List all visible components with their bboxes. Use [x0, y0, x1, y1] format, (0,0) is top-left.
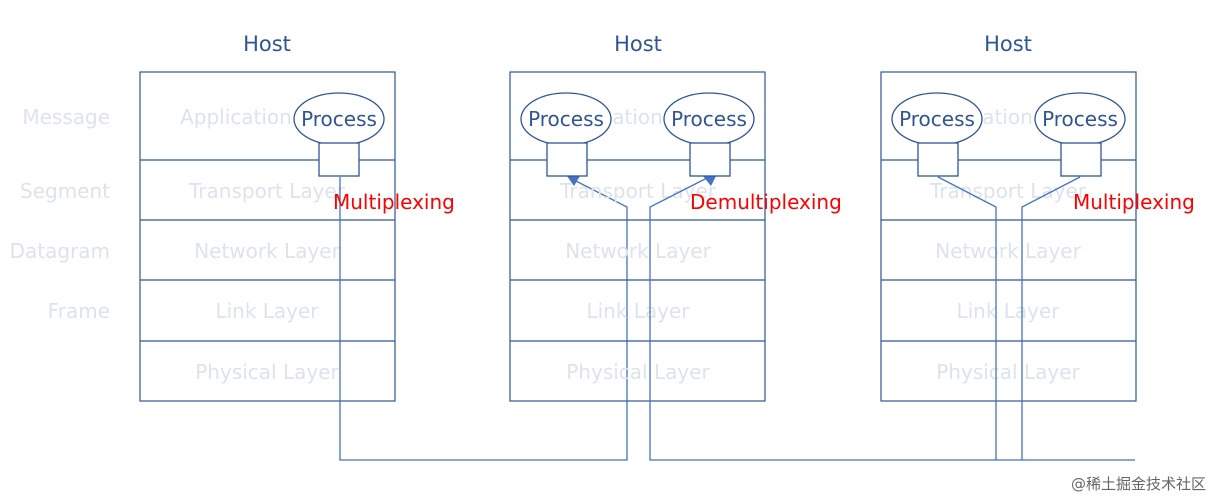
- pdu-label-frame: Frame: [48, 299, 110, 323]
- host-2-wire-arrowhead: [703, 176, 716, 186]
- host-1: Host Application Layer Transport Layer N…: [139, 32, 628, 461]
- host-3-wire-1: [937, 176, 997, 460]
- host-2-socket-1: [546, 142, 588, 177]
- host-2-physical-layer: Physical Layer: [566, 360, 710, 384]
- host-3-operation-label: Multiplexing: [1073, 190, 1195, 214]
- host-3-physical-layer: Physical Layer: [936, 360, 1080, 384]
- pdu-label-segment: Segment: [20, 179, 110, 203]
- host-1-outgoing-wire: [339, 177, 628, 461]
- host-2-socket-2: [689, 142, 731, 177]
- host-3-wire-2: [1021, 176, 1081, 460]
- host-3-transport-layer: Transport Layer: [929, 179, 1087, 203]
- host-2: Host Application Layer Transport Layer N…: [509, 32, 1135, 461]
- host-2-network-layer: Network Layer: [565, 239, 711, 263]
- host-2-title: Host: [614, 32, 662, 56]
- host-1-title: Host: [243, 32, 291, 56]
- host-3: Host Application Layer Transport Layer N…: [880, 32, 1195, 460]
- pdu-label-datagram: Datagram: [10, 239, 110, 263]
- host-3-process-label-1: Process: [899, 107, 975, 131]
- pdu-label-message: Message: [22, 105, 110, 129]
- host-3-link-layer: Link Layer: [956, 299, 1060, 323]
- host-2-incoming-wire: [649, 177, 1135, 461]
- host-1-process-label: Process: [301, 107, 377, 131]
- host-2-process-label-2: Process: [671, 107, 747, 131]
- host-1-transport-layer: Transport Layer: [188, 179, 346, 203]
- host-1-physical-layer: Physical Layer: [195, 360, 339, 384]
- host-2-stack: [509, 71, 766, 402]
- host-1-network-layer: Network Layer: [194, 239, 340, 263]
- host-3-title: Host: [984, 32, 1032, 56]
- host-1-link-layer: Link Layer: [215, 299, 319, 323]
- host-1-operation-label: Multiplexing: [333, 190, 455, 214]
- host-2-process-label-1: Process: [528, 107, 604, 131]
- host-3-socket-2: [1060, 142, 1102, 177]
- host-2-transport-layer: Transport Layer: [559, 179, 717, 203]
- host-3-socket-1: [917, 142, 959, 177]
- watermark: @稀土掘金技术社区: [1071, 475, 1206, 493]
- host-2-link-layer: Link Layer: [586, 299, 690, 323]
- host-3-stack: [880, 71, 1137, 402]
- host-2-operation-label: Demultiplexing: [690, 190, 842, 214]
- host-1-wire-arrowhead: [567, 176, 580, 186]
- host-3-process-label-2: Process: [1042, 107, 1118, 131]
- host-3-network-layer: Network Layer: [935, 239, 1081, 263]
- host-1-socket: [318, 142, 360, 177]
- host-1-stack: [139, 71, 396, 402]
